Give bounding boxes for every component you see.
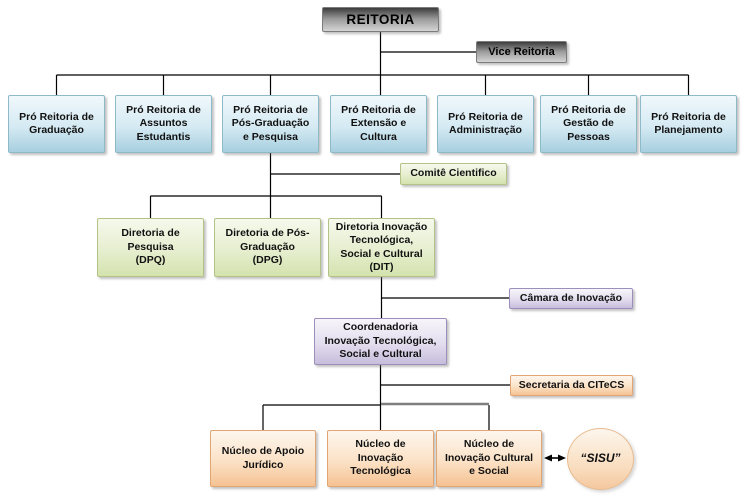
sisu-arrow-left-head — [544, 454, 552, 462]
box-nucleo-inovacao-tecnologica: Núcleo de Inovação Tecnológica — [327, 430, 434, 487]
box-pro-reitoria-administracao: Pró Reitoria de Administração — [437, 95, 534, 153]
box-pro-reitoria-assuntos-estudantis: Pró Reitoria de Assuntos Estudantis — [115, 95, 212, 153]
box-vice-reitoria: Vice Reitoria — [476, 41, 567, 63]
box-diretoria-pesquisa-dpq: Diretoria de Pesquisa (DPQ) — [97, 218, 204, 277]
box-reitoria: REITORIA — [322, 7, 439, 32]
box-camara-inovacao: Câmara de Inovação — [509, 288, 633, 309]
box-nucleo-inovacao-cultural-social: Núcleo de Inovação Cultural e Social — [436, 430, 542, 487]
sisu-circle: “SISU” — [567, 428, 634, 490]
box-secretaria-citecs: Secretaria da CITeCS — [510, 375, 633, 396]
box-coordenadoria-citecs: Coordenadoria Inovação Tecnológica, Soci… — [314, 318, 447, 365]
box-pro-reitoria-gestao-pessoas: Pró Reitoria de Gestão de Pessoas — [540, 95, 637, 153]
box-pro-reitoria-extensao-cultura: Pró Reitoria de Extensão e Cultura — [330, 95, 427, 153]
box-diretoria-inovacao-dit: Diretoria Inovação Tecnológica, Social e… — [328, 218, 435, 277]
box-comite-cientifico: Comitê Cientifico — [400, 163, 507, 185]
box-diretoria-pos-graduacao-dpg: Diretoria de Pós- Graduação (DPG) — [214, 218, 321, 277]
box-pro-reitoria-graduacao: Pró Reitoria de Graduação — [8, 95, 105, 153]
box-nucleo-apoio-juridico: Núcleo de Apoio Jurídico — [210, 430, 316, 487]
sisu-arrow-right-head — [558, 454, 566, 462]
box-pro-reitoria-planejamento: Pró Reitoria de Planejamento — [640, 95, 737, 153]
box-pro-reitoria-pos-graduacao-pesquisa: Pró Reitoria de Pós-Graduação e Pesquisa — [222, 95, 319, 153]
